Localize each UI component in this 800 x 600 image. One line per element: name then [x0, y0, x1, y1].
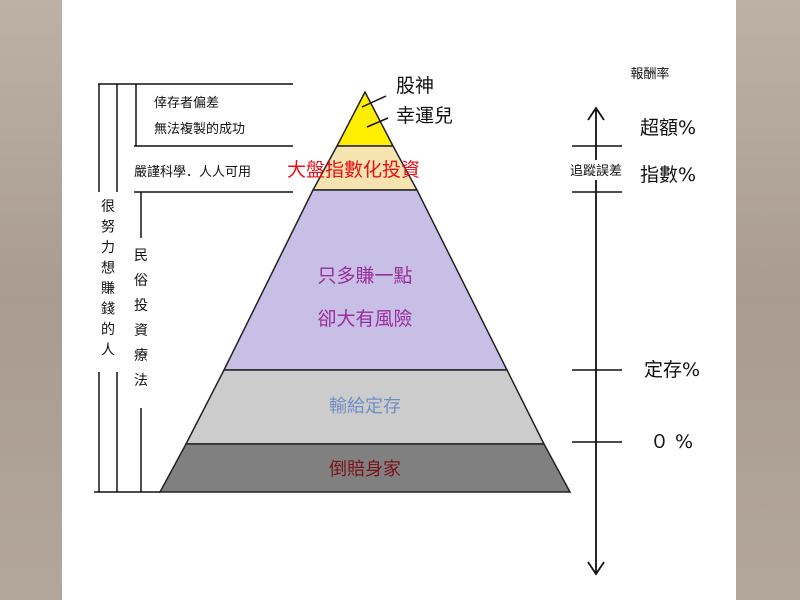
hard-working-char: 人 [101, 343, 115, 359]
pointer-line-2 [366, 117, 389, 128]
diagram-canvas: 股神 幸運兒 大盤指數化投資 只多賺一點 卻大有風險 輸給定存 倒賠身家 倖存者… [62, 0, 736, 600]
folk-remedy-char: 投 [134, 298, 148, 314]
hard-working-char: 錢 [101, 301, 115, 318]
middle-label-line2: 卻大有風險 [317, 308, 412, 330]
not-replicable-label: 無法複製的成功 [154, 121, 245, 137]
index-label: 大盤指數化投資 [287, 159, 420, 181]
folk-remedy-char: 資 [134, 323, 148, 339]
hard-working-char: 力 [101, 240, 115, 256]
folk-remedy-char: 療 [134, 347, 148, 364]
tracking-error-label: 追蹤誤差 [570, 163, 622, 179]
pyramid-diagram: 股神 幸運兒 大盤指數化投資 只多賺一點 卻大有風險 輸給定存 倒賠身家 倖存者… [94, 66, 700, 576]
pyramid-bottom-layer [158, 443, 572, 493]
return-header: 報酬率 [630, 66, 669, 82]
deposit-return-label: 定存% [644, 359, 700, 381]
hard-working-char: 努 [101, 220, 115, 236]
hard-working-char: 很 [101, 199, 115, 215]
index-return-label: 指數% [640, 164, 696, 186]
deposit-label: 輸給定存 [329, 396, 401, 417]
rigorous-label: 嚴謹科學．人人可用 [134, 164, 251, 180]
folk-remedy-char: 俗 [134, 273, 148, 289]
folk-remedy-char: 法 [134, 373, 148, 389]
hard-working-char: 想 [101, 261, 115, 277]
middle-label-line1: 只多賺一點 [317, 265, 412, 287]
survivor-bias-label: 倖存者偏差 [154, 96, 219, 111]
zero-return-label: ０ % [650, 431, 693, 453]
pointer-line-1 [361, 95, 387, 108]
axis-up-arrow [587, 106, 605, 121]
hard-working-char: 的 [101, 322, 115, 338]
hard-working-char: 賺 [101, 281, 115, 297]
axis-down-arrow [587, 561, 605, 576]
top-label-line1: 股神 [396, 75, 434, 97]
background-right [736, 0, 800, 600]
bottom-label: 倒賠身家 [329, 459, 401, 480]
top-label-line2: 幸運兒 [396, 105, 453, 127]
excess-return-label: 超額% [640, 117, 696, 139]
tracking-error-bg [558, 160, 634, 180]
background-left [0, 0, 62, 600]
folk-remedy-char: 民 [134, 248, 148, 264]
